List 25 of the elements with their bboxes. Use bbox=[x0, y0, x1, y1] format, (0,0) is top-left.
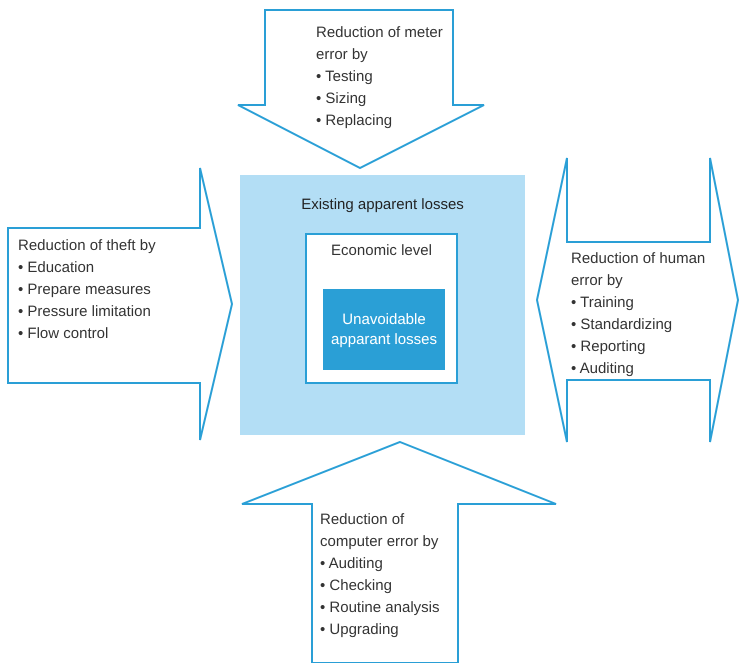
core-box bbox=[323, 289, 445, 370]
bullet-item: • Upgrading bbox=[320, 620, 400, 640]
arrow-heading: Reduction of theft by bbox=[18, 236, 157, 256]
box-label: Economic level bbox=[331, 241, 432, 261]
box-label: Unavoidable apparant losses bbox=[330, 310, 438, 350]
bullet-item: • Checking bbox=[320, 576, 393, 596]
bullet-item: • Auditing bbox=[571, 359, 635, 379]
bullet-item: • Auditing bbox=[320, 554, 384, 574]
arrow-heading: Reduction of computer error by bbox=[320, 510, 440, 552]
arrow-heading: Reduction of human error by bbox=[571, 249, 706, 291]
bullet-item: • Reporting bbox=[571, 337, 646, 357]
bullet-item: • Training bbox=[571, 293, 635, 313]
bullet-item: • Testing bbox=[316, 67, 374, 87]
bullet-item: • Standardizing bbox=[571, 315, 674, 335]
bullet-item: • Prepare measures bbox=[18, 280, 152, 300]
bullet-item: • Pressure limitation bbox=[18, 302, 152, 322]
box-label: Existing apparent losses bbox=[301, 195, 464, 215]
bullet-item: • Flow control bbox=[18, 324, 110, 344]
arrow-heading: Reduction of meter error by bbox=[316, 23, 444, 65]
outer-region bbox=[240, 175, 525, 435]
bullet-item: • Education bbox=[18, 258, 96, 278]
inner-box bbox=[305, 233, 458, 384]
bullet-item: • Sizing bbox=[316, 89, 368, 109]
bullet-item: • Routine analysis bbox=[320, 598, 440, 618]
bullet-item: • Replacing bbox=[316, 111, 394, 131]
